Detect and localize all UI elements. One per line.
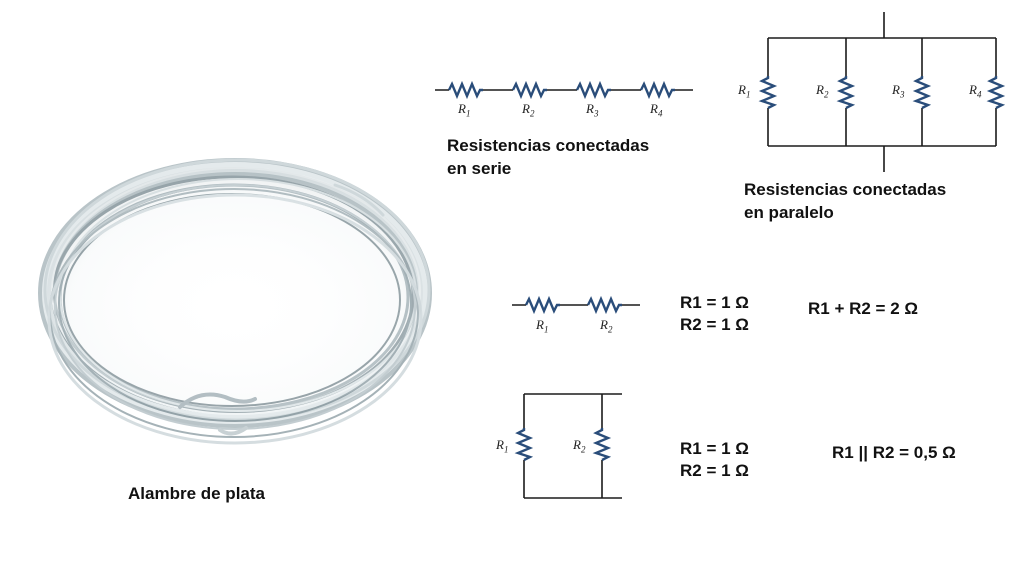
series-example-value-r1: R1 = 1 Ω [680, 293, 749, 312]
series-label-r2: R2 [522, 101, 535, 119]
series-circuit-diagram [435, 80, 693, 100]
series-example-result: R1 + R2 = 2 Ω [808, 299, 919, 318]
silver-wire-caption: Alambre de plata [128, 484, 265, 503]
parallel-example-label-r2: R2 [573, 437, 586, 455]
parallel-example-label-r1: R1 [496, 437, 509, 455]
series-caption: Resistencias conectadas en serie [447, 134, 649, 180]
parallel-example-result: R1 || R2 = 0,5 Ω [832, 443, 956, 462]
series-example-label-r1: R1 [536, 317, 549, 335]
series-resistor-2 [511, 80, 547, 100]
series-caption-line2: en serie [447, 159, 512, 178]
series-example-diagram [512, 295, 640, 315]
parallel-resistor-4 [986, 76, 1006, 110]
series-resistor-4 [639, 80, 675, 100]
series-resistor-1 [447, 80, 483, 100]
series-resistor-3 [575, 80, 611, 100]
series-label-r4: R4 [650, 101, 663, 119]
series-example-resistor-2 [586, 295, 622, 315]
parallel-caption-line1: Resistencias conectadas [744, 180, 947, 199]
parallel-example-resistor-1 [514, 428, 534, 462]
parallel-example-diagram [514, 393, 622, 499]
parallel-caption: Resistencias conectadas en paralelo [744, 178, 946, 224]
parallel-label-r2: R2 [816, 82, 829, 100]
series-example-values: R1 = 1 Ω R2 = 1 Ω [680, 292, 749, 336]
parallel-label-r1: R1 [738, 82, 751, 100]
series-label-r1: R1 [458, 101, 471, 119]
parallel-label-r4: R4 [969, 82, 982, 100]
series-example-label-r2: R2 [600, 317, 613, 335]
series-example-value-r2: R2 = 1 Ω [680, 315, 749, 334]
parallel-resistor-2 [836, 76, 856, 110]
parallel-example-values: R1 = 1 Ω R2 = 1 Ω [680, 438, 749, 482]
series-caption-line1: Resistencias conectadas [447, 136, 650, 155]
series-label-r3: R3 [586, 101, 599, 119]
parallel-label-r3: R3 [892, 82, 905, 100]
parallel-resistor-1 [758, 76, 778, 110]
parallel-example-value-r1: R1 = 1 Ω [680, 439, 749, 458]
parallel-resistor-3 [912, 76, 932, 110]
parallel-caption-line2: en paralelo [744, 203, 834, 222]
parallel-circuit-diagram [758, 12, 1006, 172]
silver-wire-coil-image [38, 158, 432, 445]
parallel-example-resistor-2 [592, 428, 612, 462]
series-example-resistor-1 [524, 295, 560, 315]
parallel-example-value-r2: R2 = 1 Ω [680, 461, 749, 480]
